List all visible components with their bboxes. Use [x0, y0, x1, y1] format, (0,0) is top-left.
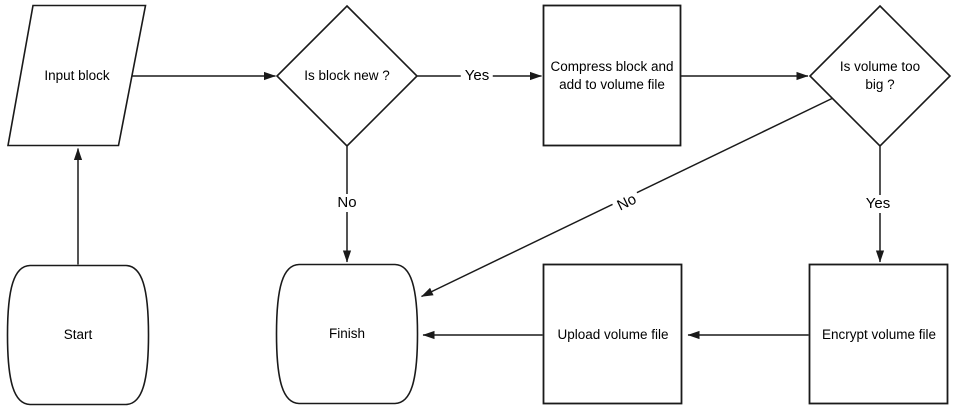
node-shape-encrypt-volume-file [808, 263, 949, 405]
node-shape-start [6, 264, 150, 406]
node-shape-finish [275, 263, 419, 405]
node-shape-upload-volume-file [542, 263, 683, 405]
node-shape-compress-block [542, 4, 682, 147]
node-shape-is-volume-too-big [808, 4, 952, 148]
node-shape-input-block [7, 4, 147, 147]
node-shape-is-block-new [275, 4, 419, 148]
